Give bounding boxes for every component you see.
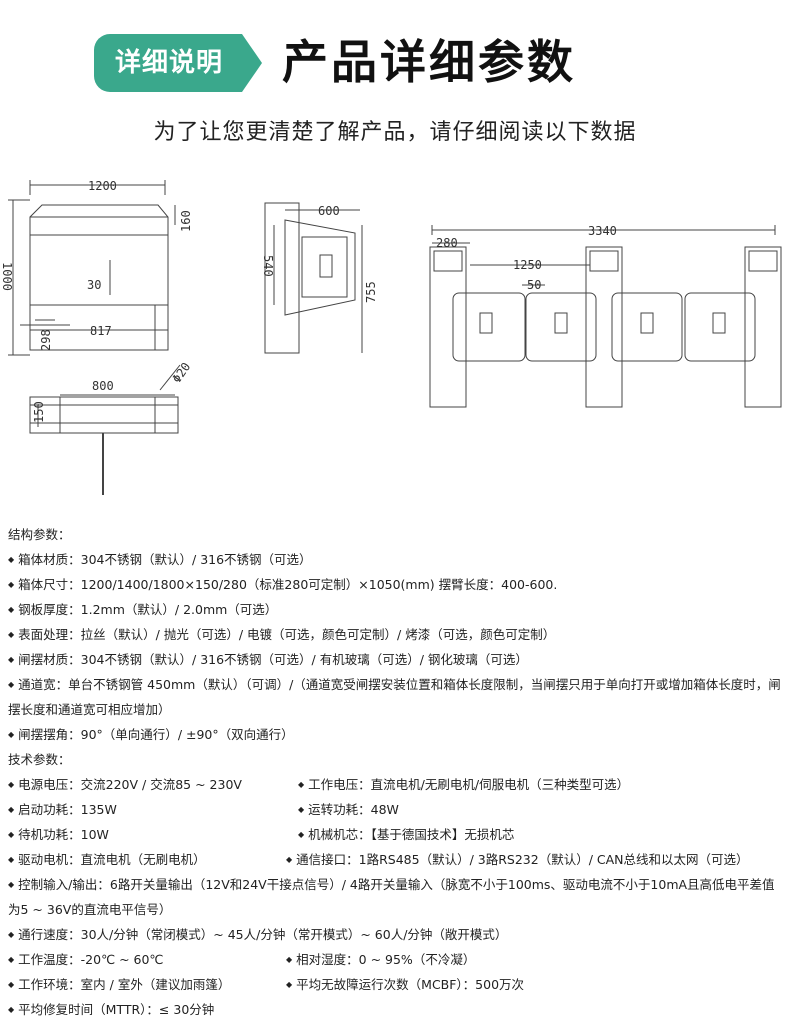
title-rest: 详细参数: [380, 35, 576, 89]
front-view: [8, 180, 176, 356]
spec-list: 结构参数： 箱体材质：304不锈钢（默认）/ 316不锈钢（可选） 箱体尺寸：1…: [8, 522, 786, 1022]
spec-text: 机械机芯：【基于德国技术】无损机芯: [298, 822, 514, 847]
title-bold: 产品: [282, 35, 380, 89]
plan-view: [429, 225, 782, 408]
spec-item: 闸摆材质：304不锈钢（默认）/ 316不锈钢（可选）/ 有机玻璃（可选）/ 钢…: [8, 647, 786, 672]
spec-item: 启动功耗：135W 运转功耗：48W: [8, 797, 786, 822]
top-view: [29, 364, 181, 495]
spec-item: 通道宽：单台不锈钢管 450mm（默认）（可调）/（通道宽受闸摆安装位置和箱体长…: [8, 672, 786, 722]
badge-shape: [94, 34, 242, 92]
spec-text: 启动功耗：135W: [8, 802, 117, 817]
spec-item: 控制输入/输出：6路开关量输出（12V和24V干接点信号）/ 4路开关量输入（脉…: [8, 872, 786, 922]
spec-item: 闸摆摆角：90°（单向通行）/ ±90°（双向通行）: [8, 722, 786, 747]
spec-item: 工作环境：室内 / 室外（建议加雨篷） 平均无故障运行次数（MCBF）：500万次: [8, 972, 786, 997]
spec-text: 平均无故障运行次数（MCBF）：500万次: [286, 972, 524, 997]
spec-text: 运转功耗：48W: [298, 797, 399, 822]
dim-50: 50: [527, 278, 541, 292]
spec-text: 闸摆摆角：90°（单向通行）/ ±90°（双向通行）: [18, 727, 294, 742]
technical-drawing: 1200 160 1000 30 298 817 800 Φ20 150 600…: [0, 179, 782, 495]
spec-text: 相对湿度：0 ~ 95%（不冷凝）: [286, 947, 475, 972]
spec-item: 箱体材质：304不锈钢（默认）/ 316不锈钢（可选）: [8, 547, 786, 572]
dim-3340: 3340: [588, 224, 617, 238]
spec-text: 驱动电机：直流电机（无刷电机）: [8, 852, 206, 867]
structure-heading: 结构参数：: [8, 527, 71, 542]
dim-540: 540: [261, 255, 275, 277]
spec-item: 工作温度：-20℃ ~ 60℃ 相对湿度：0 ~ 95%（不冷凝）: [8, 947, 786, 972]
dim-1000: 1000: [0, 262, 14, 291]
spec-text: 通信接口：1路RS485（默认）/ 3路RS232（默认）/ CAN总线和以太网…: [286, 847, 748, 872]
spec-text: 钢板厚度：1.2mm（默认）/ 2.0mm（可选）: [18, 602, 278, 617]
dim-280: 280: [436, 236, 458, 250]
spec-text: 通行速度：30人/分钟（常闭模式）~ 45人/分钟（常开模式）~ 60人/分钟（…: [18, 927, 508, 942]
dim-800: 800: [92, 379, 114, 393]
section-badge: 详细说明: [94, 34, 262, 92]
dim-1250: 1250: [513, 258, 542, 272]
page-subtitle: 为了让您更清楚了解产品，请仔细阅读以下数据: [153, 120, 637, 145]
spec-item: 驱动电机：直流电机（无刷电机） 通信接口：1路RS485（默认）/ 3路RS232…: [8, 847, 786, 872]
spec-text: 控制输入/输出：6路开关量输出（12V和24V干接点信号）/ 4路开关量输入（脉…: [8, 877, 775, 917]
dim-30: 30: [87, 278, 101, 292]
spec-item: 通行速度：30人/分钟（常闭模式）~ 45人/分钟（常开模式）~ 60人/分钟（…: [8, 922, 786, 947]
dim-160: 160: [179, 210, 193, 232]
spec-text: 通道宽：单台不锈钢管 450mm（默认）（可调）/（通道宽受闸摆安装位置和箱体长…: [8, 677, 781, 717]
dim-1200: 1200: [88, 179, 117, 193]
spec-text: 闸摆材质：304不锈钢（默认）/ 316不锈钢（可选）/ 有机玻璃（可选）/ 钢…: [18, 652, 528, 667]
dim-150: 150: [32, 401, 46, 423]
badge-label: 详细说明: [114, 48, 223, 78]
spec-item: 钢板厚度：1.2mm（默认）/ 2.0mm（可选）: [8, 597, 786, 622]
spec-text: 箱体材质：304不锈钢（默认）/ 316不锈钢（可选）: [18, 552, 312, 567]
spec-item: 表面处理：拉丝（默认）/ 抛光（可选）/ 电镀（可选，颜色可定制）/ 烤漆（可选…: [8, 622, 786, 647]
dim-817: 817: [90, 324, 112, 338]
spec-text: 箱体尺寸：1200/1400/1800×150/280（标准280可定制）×10…: [18, 577, 558, 592]
spec-text: 表面处理：拉丝（默认）/ 抛光（可选）/ 电镀（可选，颜色可定制）/ 烤漆（可选…: [18, 627, 556, 642]
spec-item: 电源电压：交流220V / 交流85 ~ 230V 工作电压：直流电机/无刷电机/…: [8, 772, 786, 797]
spec-text: 工作温度：-20℃ ~ 60℃: [8, 952, 163, 967]
dim-600: 600: [318, 204, 340, 218]
spec-text: 待机功耗：10W: [8, 827, 109, 842]
spec-item: 箱体尺寸：1200/1400/1800×150/280（标准280可定制）×10…: [8, 572, 786, 597]
dim-phi20: Φ20: [169, 360, 193, 386]
dimension-labels: 1200 160 1000 30 298 817 800 Φ20 150 600…: [0, 179, 617, 423]
page-title: 产品详细参数: [282, 26, 576, 92]
dim-298: 298: [39, 329, 53, 351]
spec-item: 待机功耗：10W 机械机芯：【基于德国技术】无损机芯: [8, 822, 786, 847]
spec-item: 平均修复时间（MTTR）：≤ 30分钟: [8, 997, 786, 1022]
tech-heading: 技术参数：: [8, 752, 71, 767]
spec-text: 工作电压：直流电机/无刷电机/伺服电机（三种类型可选）: [298, 772, 629, 797]
dim-755: 755: [364, 281, 378, 303]
side-view: [264, 202, 363, 354]
spec-text: 电源电压：交流220V / 交流85 ~ 230V: [8, 777, 242, 792]
spec-text: 平均修复时间（MTTR）：≤ 30分钟: [18, 1002, 215, 1017]
badge-arrow: [242, 34, 262, 92]
spec-text: 工作环境：室内 / 室外（建议加雨篷）: [8, 977, 230, 992]
